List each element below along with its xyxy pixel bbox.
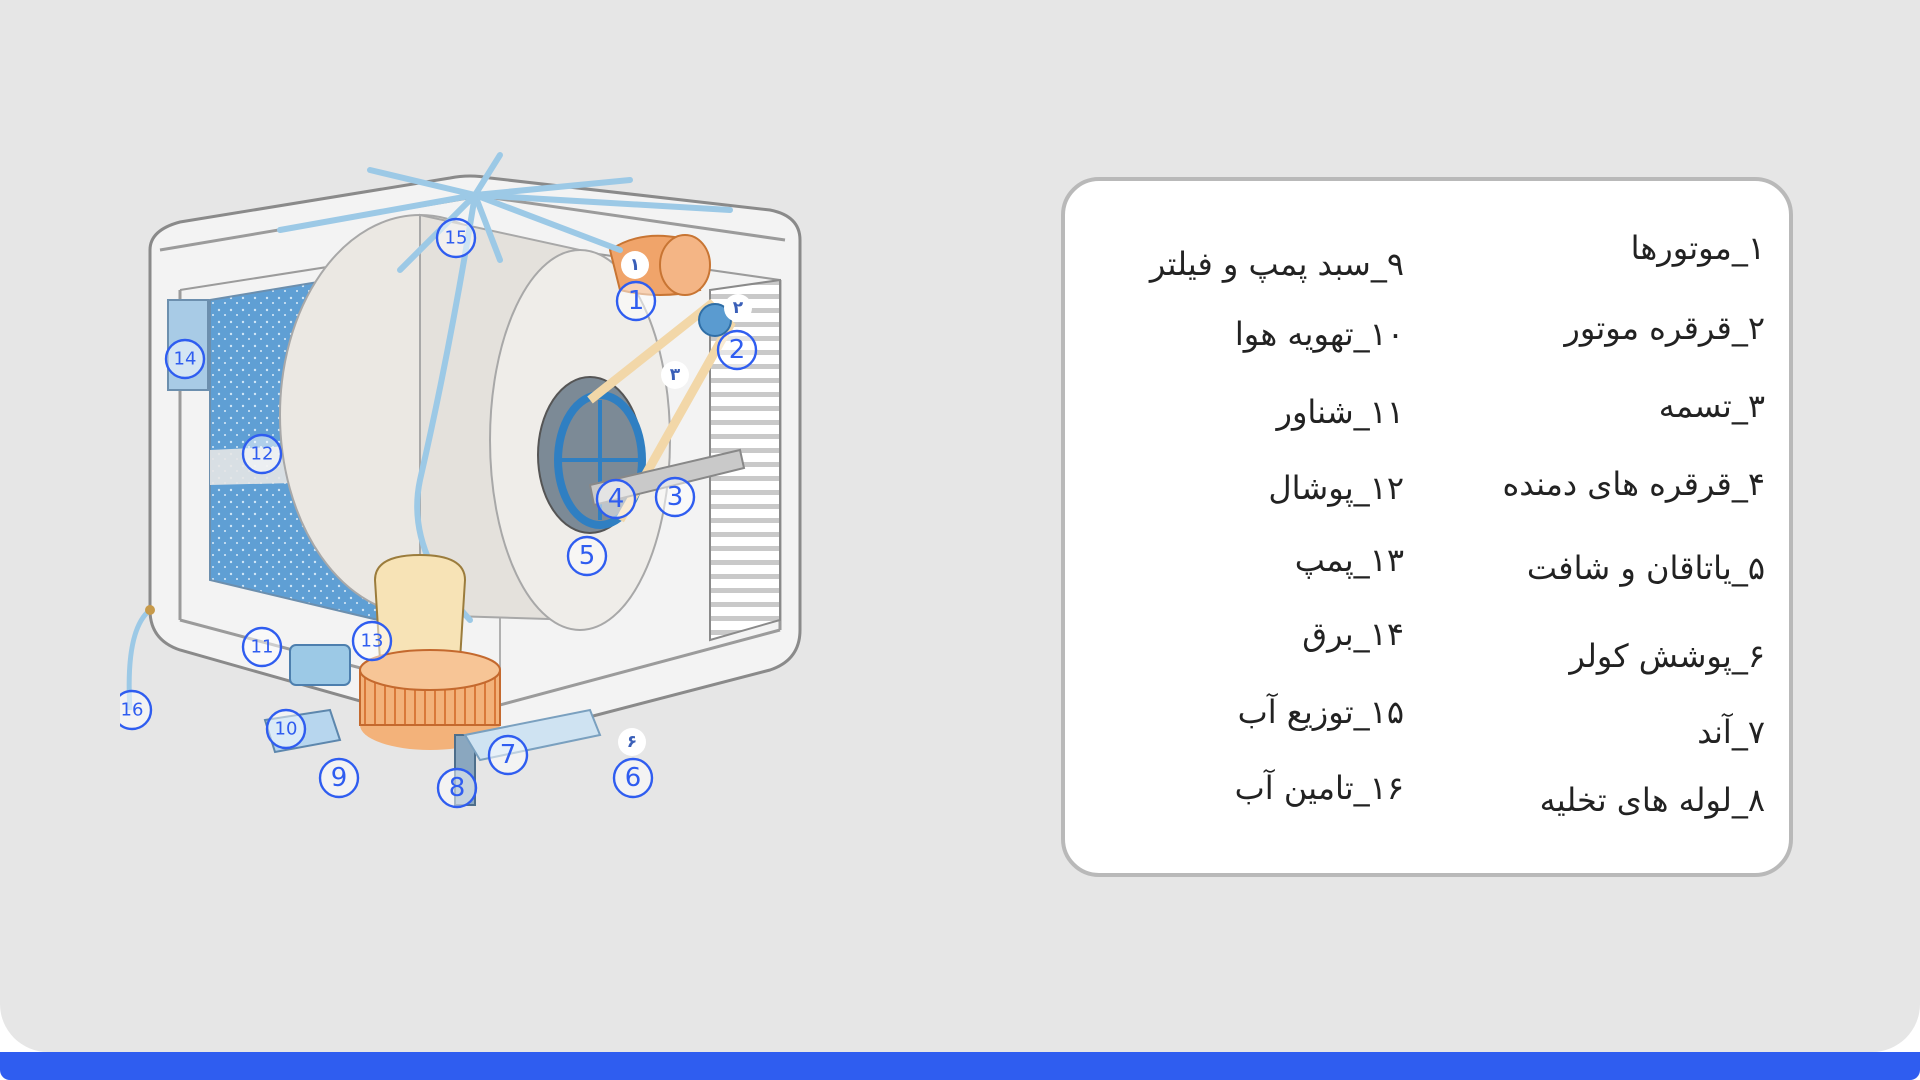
marker-12: 12 — [241, 433, 283, 475]
legend-item-9: ۹_سبد پمپ و فیلتر — [1149, 245, 1404, 283]
louver-panel — [709, 278, 781, 642]
svg-text:13: 13 — [361, 631, 384, 652]
legend-item-10: ۱۰_تهویه هوا — [1234, 315, 1404, 353]
parts-legend: ۱_موتورها ۲_قرقره موتور ۳_تسمه ۴_قرقره ه… — [1061, 177, 1793, 877]
marker-3: 3 — [654, 476, 696, 518]
marker-9: 9 — [318, 757, 360, 799]
marker-4: 4 — [595, 478, 637, 520]
legend-item-1: ۱_موتورها — [1630, 229, 1765, 267]
legend-item-14: ۱۴_برق — [1302, 615, 1404, 653]
marker-8: 8 — [436, 767, 478, 809]
marker-6: 6 — [612, 757, 654, 799]
marker-11: 11 — [241, 626, 283, 668]
svg-text:1: 1 — [628, 286, 645, 316]
marker-14: 14 — [164, 338, 206, 380]
marker-5: 5 — [566, 535, 608, 577]
svg-text:5: 5 — [579, 541, 596, 571]
legend-item-4: ۴_قرقره های دمنده — [1502, 465, 1765, 503]
printed-tag-6: ۶ — [618, 728, 646, 756]
svg-text:11: 11 — [251, 637, 274, 658]
legend-item-6: ۶_پوشش کولر — [1569, 637, 1765, 675]
legend-item-11: ۱۱_شناور — [1276, 393, 1405, 431]
accent-bottom-bar — [0, 1052, 1920, 1080]
float-valve — [289, 644, 351, 686]
svg-text:16: 16 — [121, 700, 144, 721]
svg-text:3: 3 — [667, 482, 684, 512]
pump — [373, 553, 467, 661]
svg-text:۲: ۲ — [733, 298, 744, 318]
legend-item-7: ۷_آند — [1697, 713, 1765, 751]
legend-item-3: ۳_تسمه — [1658, 387, 1765, 425]
legend-item-13: ۱۳_پمپ — [1294, 541, 1404, 579]
marker-10: 10 — [265, 708, 307, 750]
marker-15: 15 — [435, 217, 477, 259]
svg-text:6: 6 — [625, 763, 642, 793]
svg-text:2: 2 — [729, 335, 746, 365]
svg-text:12: 12 — [251, 444, 274, 465]
cooler-illustration: ۱ ۲ ۳ ۶ 1 — [111, 152, 802, 809]
legend-item-5: ۵_یاتاقان و شافت — [1526, 549, 1765, 587]
marker-1: 1 — [615, 280, 657, 322]
svg-text:14: 14 — [174, 349, 197, 370]
marker-2: 2 — [716, 329, 758, 371]
marker-13: 13 — [351, 620, 393, 662]
marker-16: 16 — [111, 689, 153, 731]
svg-text:10: 10 — [275, 719, 298, 740]
legend-item-15: ۱۵_توزیع آب — [1237, 693, 1404, 731]
svg-text:۶: ۶ — [627, 732, 637, 752]
svg-text:8: 8 — [449, 773, 466, 803]
printed-tag-1: ۱ — [621, 251, 649, 279]
printed-tag-2: ۲ — [724, 294, 752, 322]
svg-text:15: 15 — [445, 228, 468, 249]
printed-tag-3: ۳ — [661, 361, 689, 389]
svg-text:4: 4 — [608, 484, 625, 514]
legend-item-8: ۸_لوله های تخلیه — [1539, 781, 1765, 819]
legend-item-16: ۱۶_تامین آب — [1234, 769, 1404, 807]
legend-item-12: ۱۲_پوشال — [1268, 469, 1404, 507]
content-card: ۱ ۲ ۳ ۶ 1 — [0, 0, 1920, 1052]
legend-item-2: ۲_قرقره موتور — [1564, 309, 1765, 347]
cooler-diagram: ۱ ۲ ۳ ۶ 1 — [111, 150, 1020, 910]
svg-text:۱: ۱ — [630, 255, 640, 275]
svg-text:9: 9 — [331, 763, 348, 793]
svg-text:7: 7 — [500, 740, 517, 770]
marker-7: 7 — [487, 734, 529, 776]
svg-text:۳: ۳ — [670, 365, 681, 385]
